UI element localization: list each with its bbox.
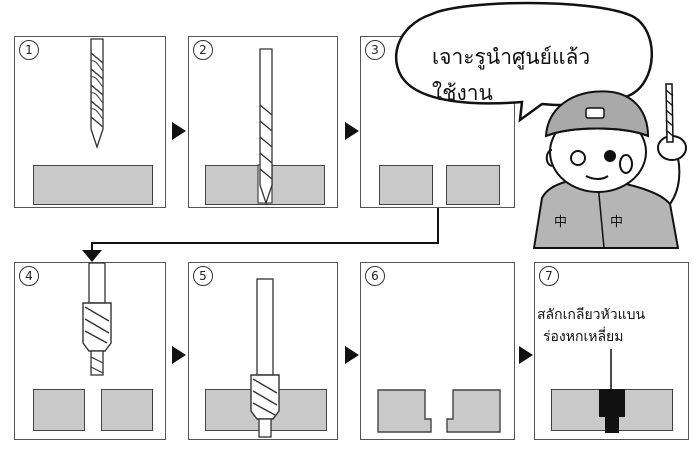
leader-line <box>610 349 612 389</box>
step-4-panel: 4 <box>14 262 166 440</box>
step-5-panel: 5 <box>188 262 338 440</box>
workpiece-block-right <box>446 165 500 205</box>
step-6-number: 6 <box>365 266 385 286</box>
step-3-number: 3 <box>365 40 385 60</box>
speech-text-line1: เจาะรูนำศูนย์แล้ว <box>432 45 591 69</box>
step-1-panel: 1 <box>14 36 166 208</box>
arrow-right-icon <box>519 346 533 364</box>
step-7-label-line2: ร่องหกเหลี่ยม <box>543 329 624 345</box>
step-7-number: 7 <box>539 266 559 286</box>
step-2-number: 2 <box>193 40 213 60</box>
workpiece-block <box>33 165 153 205</box>
workpiece-block-left <box>33 389 85 431</box>
arrow-right-icon <box>172 122 186 140</box>
counterbore-tool-icon <box>250 278 280 438</box>
step-6-panel: 6 <box>360 262 515 440</box>
drill-bit-icon <box>259 48 273 206</box>
step-4-number: 4 <box>19 266 39 286</box>
arrow-right-icon <box>345 122 359 140</box>
speech-text-line2: ใช้งาน <box>432 81 493 105</box>
workpiece-block-right <box>101 389 153 431</box>
hex-socket-bolt-icon <box>599 389 625 433</box>
step-7-panel: 7 สลักเกลียวหัวแบน ร่องหกเหลี่ยม <box>534 262 689 440</box>
workpiece-block-left <box>379 165 433 205</box>
arrow-right-icon <box>345 346 359 364</box>
step-7-label-line1: สลักเกลียวหัวแบน <box>537 307 646 323</box>
counterbore-tool-icon <box>82 262 112 376</box>
svg-text:中: 中 <box>554 215 567 230</box>
drill-bit-icon <box>90 38 104 150</box>
step-1-number: 1 <box>19 40 39 60</box>
worker-character: 中 中 <box>532 83 687 249</box>
step-5-number: 5 <box>193 266 213 286</box>
svg-text:中: 中 <box>610 215 623 230</box>
arrow-right-icon <box>172 346 186 364</box>
counterbored-workpiece <box>377 389 501 433</box>
step-2-panel: 2 <box>188 36 338 208</box>
